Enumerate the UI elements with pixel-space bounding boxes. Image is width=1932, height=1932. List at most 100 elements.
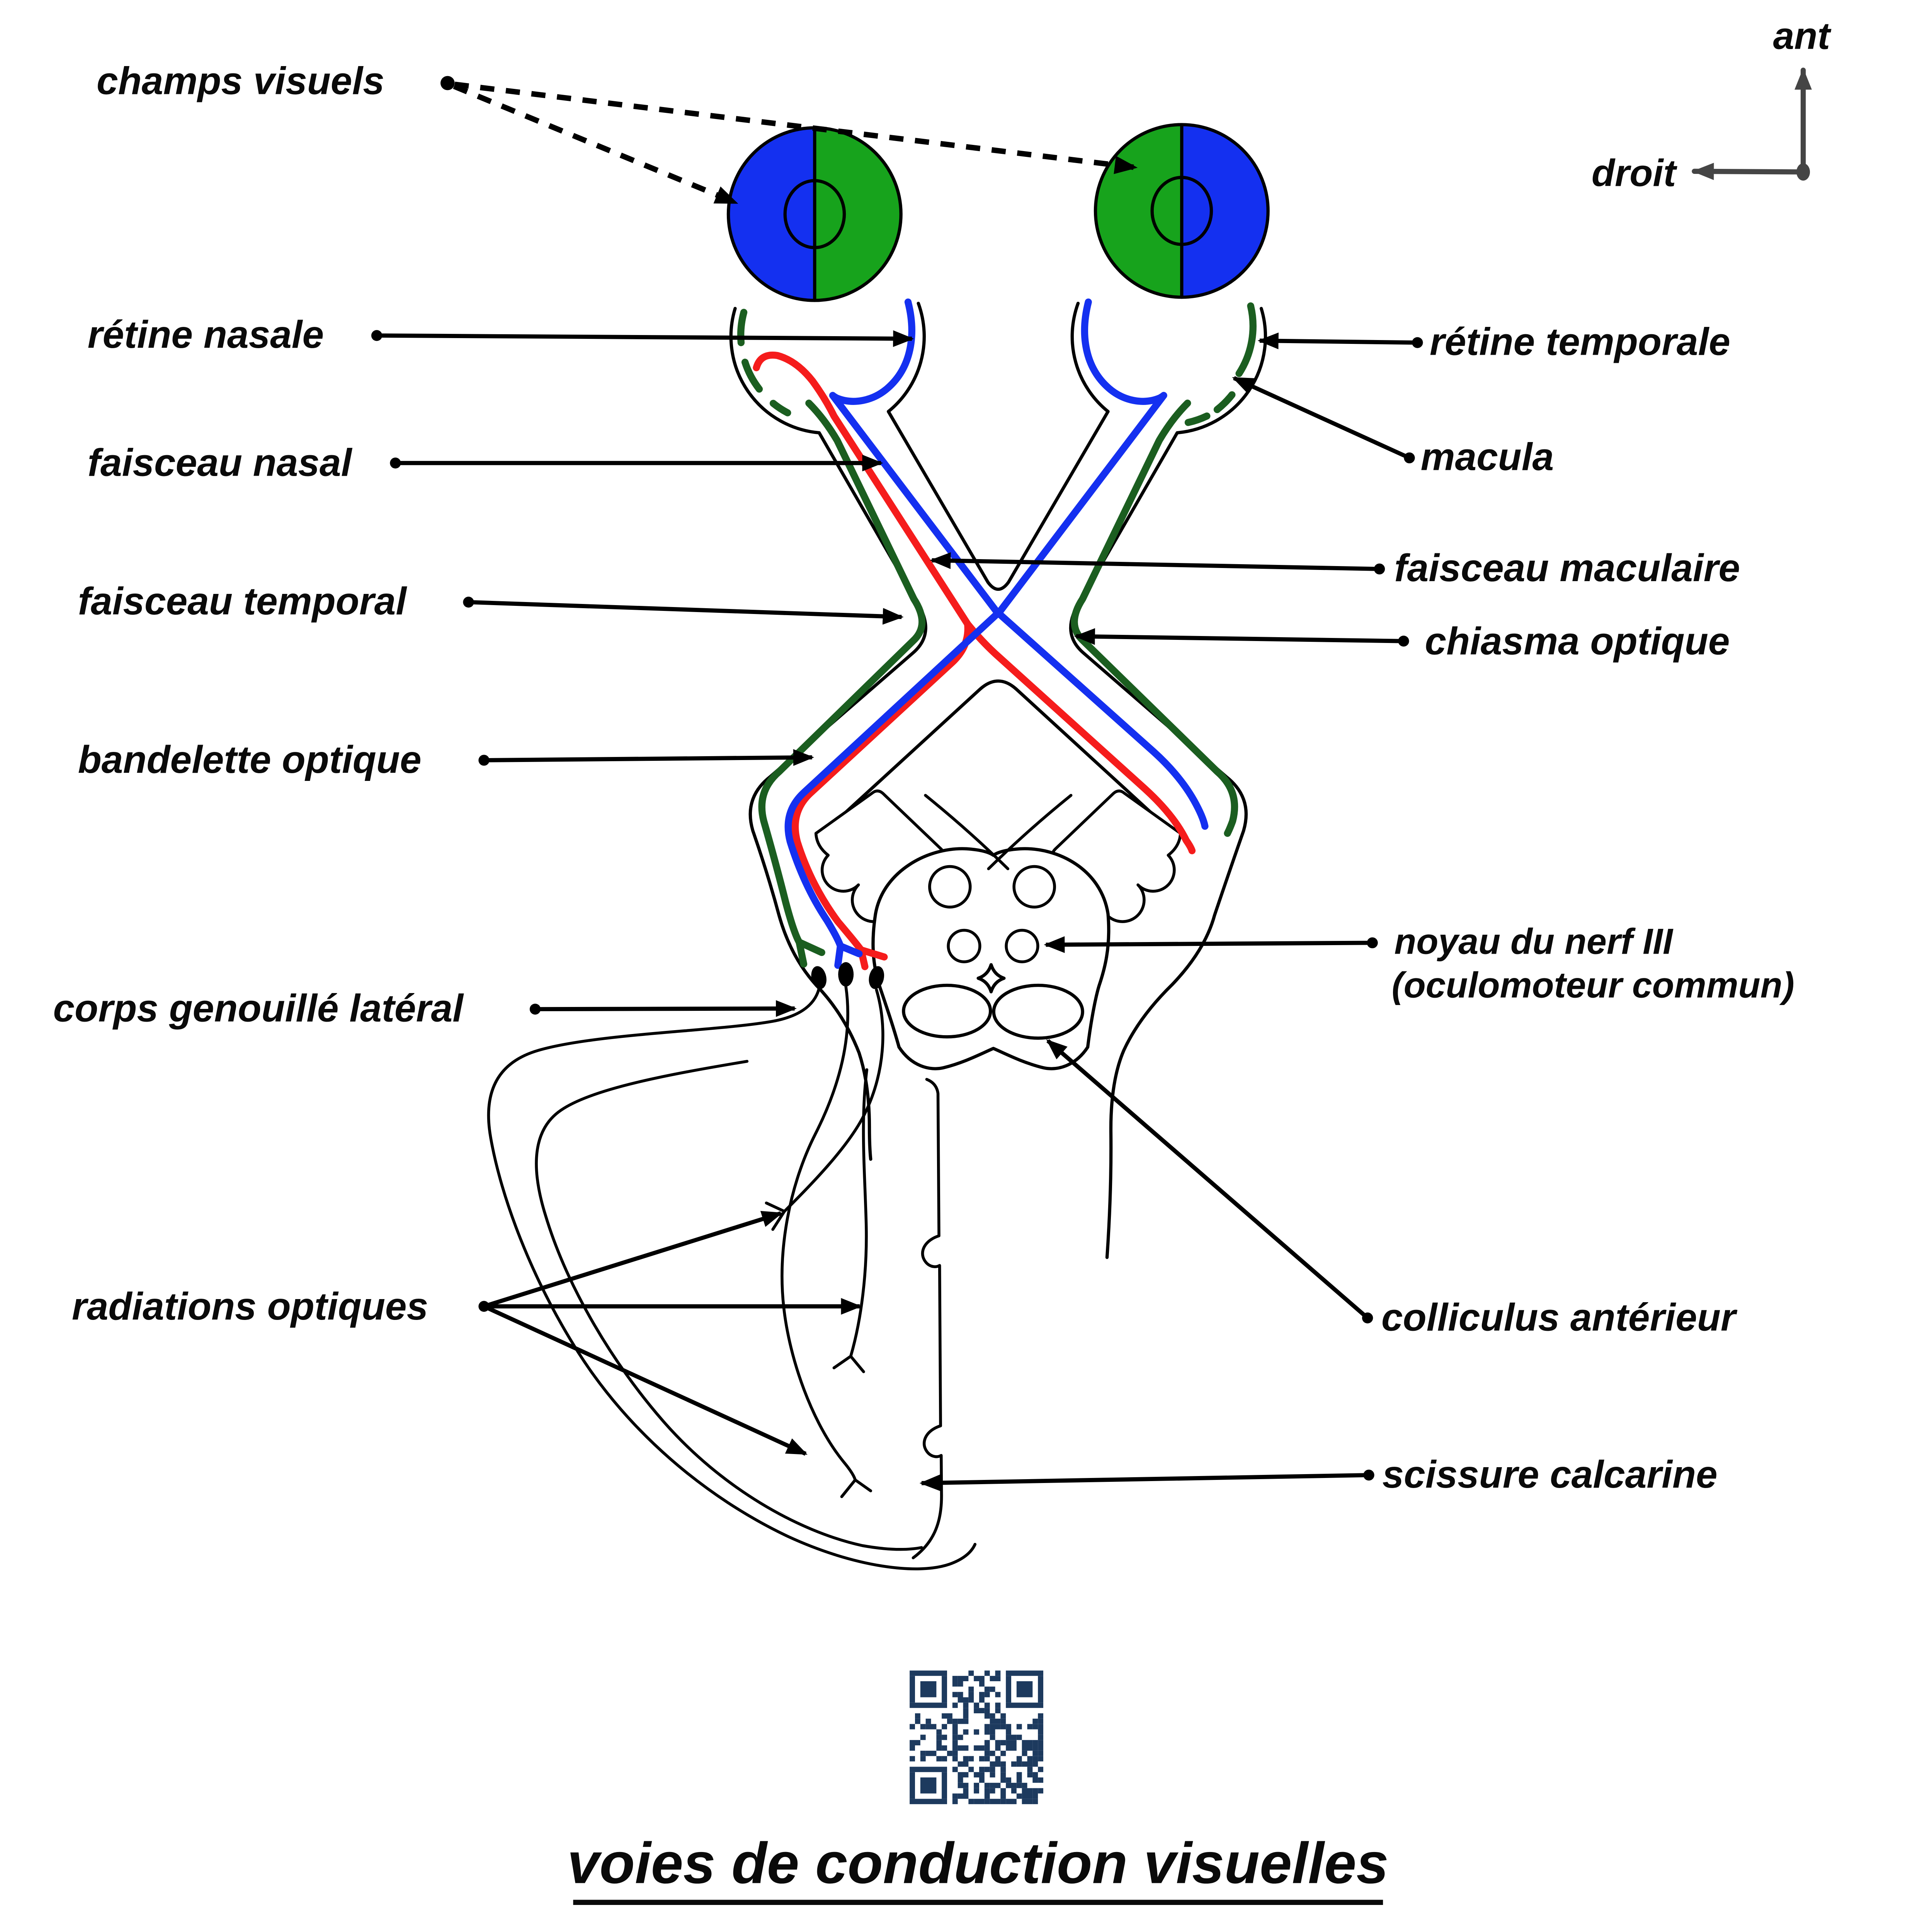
qr-module <box>984 1686 990 1692</box>
axis-origin-dot <box>1796 163 1810 181</box>
qr-module <box>963 1788 969 1794</box>
qr-module <box>1027 1788 1033 1794</box>
qr-module <box>984 1767 990 1772</box>
qr-module <box>1000 1767 1006 1772</box>
qr-module <box>920 1777 937 1794</box>
qr-module <box>963 1745 969 1751</box>
qr-module <box>990 1686 995 1692</box>
qr-module <box>995 1676 1001 1681</box>
qr-module <box>1022 1745 1027 1751</box>
faisceau-maculaire-arrow <box>930 552 1380 571</box>
qr-module <box>979 1799 985 1804</box>
label-colliculus-anterieur: colliculus antérieur <box>1381 1296 1738 1339</box>
qr-module <box>1038 1724 1043 1730</box>
qr-module <box>984 1729 990 1735</box>
qr-module <box>963 1718 969 1724</box>
qr-module <box>1006 1702 1043 1708</box>
qr-module <box>1038 1676 1043 1703</box>
qr-module <box>952 1692 958 1697</box>
qr-module <box>984 1724 990 1730</box>
qr-module <box>1000 1793 1006 1799</box>
qr-module <box>1011 1745 1017 1751</box>
macular-fiber-crossed-branch <box>964 620 1196 854</box>
label-macula: macula <box>1421 435 1554 479</box>
qr-module <box>1011 1735 1017 1740</box>
qr-module <box>1038 1735 1043 1740</box>
qr-module <box>968 1756 974 1762</box>
qr-module <box>957 1793 963 1799</box>
qr-module <box>1038 1718 1043 1724</box>
label-retine-temporale: rétine temporale <box>1430 320 1730 363</box>
qr-module <box>968 1670 974 1676</box>
qr-module <box>957 1676 963 1681</box>
qr-module <box>974 1702 979 1708</box>
qr-module <box>1038 1788 1043 1794</box>
qr-module <box>1027 1761 1033 1767</box>
qr-module <box>984 1702 990 1708</box>
qr-module <box>974 1788 979 1794</box>
qr-module <box>920 1750 926 1756</box>
right-visual-field <box>1094 123 1270 299</box>
qr-module <box>1016 1793 1022 1799</box>
qr-module <box>1038 1745 1043 1751</box>
label-radiations-optiques: radiations optiques <box>72 1285 428 1328</box>
qr-module <box>984 1708 990 1713</box>
page-title: voies de conduction visuelles <box>567 1830 1389 1895</box>
qr-module <box>995 1745 1001 1751</box>
label-faisceau-temporal: faisceau temporal <box>78 580 408 623</box>
left-nerve-iii-nucleus <box>947 929 981 963</box>
right-nerve-outer-wall <box>1069 431 1248 1259</box>
midbrain <box>814 789 1182 1070</box>
optic-radiations <box>487 985 977 1570</box>
radiation-terminal-lower <box>840 1478 872 1498</box>
qr-module <box>1000 1788 1006 1794</box>
qr-module <box>952 1756 958 1762</box>
qr-module <box>990 1735 995 1740</box>
orientation-axis: ant droit <box>1592 15 1832 194</box>
qr-module <box>979 1676 985 1681</box>
qr-code <box>910 1670 1043 1804</box>
noyau-nerf-iii-arrow <box>1044 936 1372 953</box>
right-red-nucleus <box>1012 865 1056 909</box>
qr-module <box>1022 1782 1027 1788</box>
qr-module <box>952 1740 958 1745</box>
qr-module <box>910 1740 915 1745</box>
qr-module <box>984 1750 990 1756</box>
qr-module <box>1000 1750 1006 1756</box>
qr-module <box>942 1735 947 1740</box>
qr-module <box>963 1708 969 1713</box>
qr-module <box>1016 1681 1033 1697</box>
qr-module <box>974 1676 979 1681</box>
qr-module <box>995 1702 1001 1708</box>
qr-module <box>1006 1735 1011 1740</box>
qr-module <box>995 1782 1001 1788</box>
qr-module <box>1038 1740 1043 1745</box>
left-visual-field <box>726 126 903 302</box>
qr-module <box>957 1681 963 1687</box>
qr-module <box>936 1745 942 1751</box>
radiation-terminal-central <box>832 1355 865 1373</box>
label-retine-nasale: rétine nasale <box>88 313 324 356</box>
left-field-central-spot <box>783 179 846 250</box>
qr-module <box>990 1724 995 1730</box>
qr-module <box>910 1702 947 1708</box>
qr-module <box>1011 1799 1017 1804</box>
axis-label-ant: ant <box>1773 15 1832 57</box>
qr-module <box>1027 1724 1033 1730</box>
qr-module <box>974 1799 979 1804</box>
qr-module <box>984 1670 990 1676</box>
axis-label-droit: droit <box>1592 152 1678 194</box>
qr-module <box>1006 1777 1011 1783</box>
qr-module <box>957 1761 963 1767</box>
qr-module <box>984 1788 990 1794</box>
qr-module <box>984 1692 990 1697</box>
qr-module <box>963 1713 969 1719</box>
qr-module <box>942 1745 947 1751</box>
lgn-synapse-2 <box>838 962 854 987</box>
left-eyecup-arc-temporal <box>887 301 926 413</box>
qr-module <box>957 1782 963 1788</box>
qr-module <box>1038 1729 1043 1735</box>
qr-module <box>1032 1788 1038 1794</box>
bandelette-optique-arrow <box>484 749 815 766</box>
qr-module <box>979 1745 985 1751</box>
